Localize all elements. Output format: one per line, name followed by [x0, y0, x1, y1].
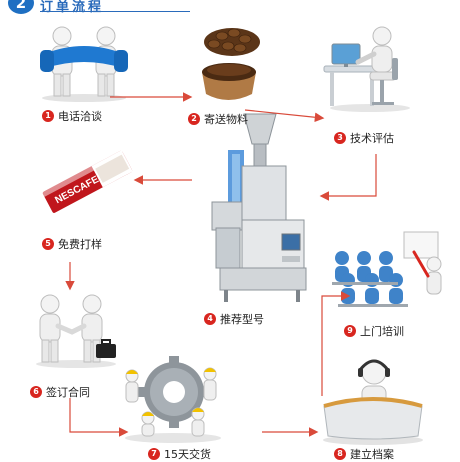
step-number-badge: 3: [334, 132, 346, 144]
step-8-label: 8 建立档案: [334, 446, 394, 462]
header: 2 订单流程: [0, 0, 460, 15]
customer-service-desk-icon: [323, 359, 423, 445]
arrow-6-to-7: [69, 398, 129, 437]
step-4-label: 4 推荐型号: [204, 311, 264, 327]
step-number-badge: 8: [334, 448, 346, 460]
title-underline: [40, 11, 190, 12]
handshake-contract-figures-icon: [36, 294, 116, 368]
step-5-label: 5 免费打样: [42, 236, 102, 252]
workers-with-gear-icon: [125, 356, 221, 443]
step-number-badge: 2: [188, 113, 200, 125]
step-number-badge: 1: [42, 110, 54, 122]
step-text: 上门培训: [360, 325, 404, 338]
step-1-label: 1 电话洽谈: [42, 108, 102, 124]
step-text: 签订合同: [46, 386, 90, 399]
arrow-2-to-3: [244, 109, 325, 123]
step-text: 电话洽谈: [58, 110, 102, 123]
arrow-3-to-4: [319, 154, 377, 201]
step-number-badge: 6: [30, 386, 42, 398]
arrow-8-to-9: [321, 291, 351, 396]
step-text: 寄送物料: [204, 113, 248, 126]
step-6-label: 6 签订合同: [30, 384, 90, 400]
logo-badge: 2: [8, 0, 34, 14]
phone-handshake-figures-icon: [40, 26, 128, 102]
step-number-badge: 5: [42, 238, 54, 250]
coffee-beans-and-grounds-icon: [202, 28, 260, 100]
step-text: 免费打样: [58, 238, 102, 251]
step-number-badge: 7: [148, 448, 160, 460]
step-7-label: 7 15天交货: [148, 446, 211, 462]
figure-at-computer-desk-icon: [323, 26, 410, 112]
step-number-badge: 4: [204, 313, 216, 325]
step-text: 15天交货: [164, 448, 211, 461]
step-2-label: 2 寄送物料: [188, 111, 248, 127]
step-text: 技术评估: [350, 132, 394, 145]
step-text: 建立档案: [350, 448, 394, 461]
step-3-label: 3 技术评估: [334, 130, 394, 146]
nescafe-stick-packet-icon: NESCAFE: [42, 150, 133, 213]
step-number-badge: 9: [344, 325, 356, 337]
vertical-packing-machine-icon: [211, 113, 307, 302]
step-text: 推荐型号: [220, 313, 264, 326]
step-9-label: 9 上门培训: [344, 323, 404, 339]
